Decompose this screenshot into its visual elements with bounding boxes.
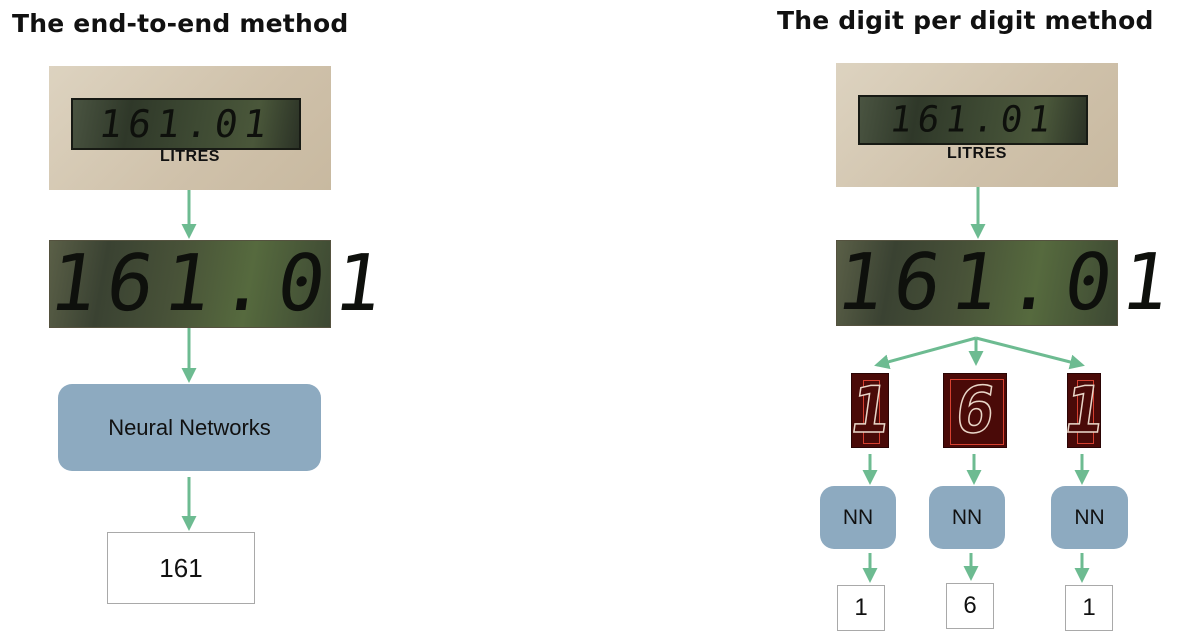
- left-lcd-crop: 161.01: [44, 239, 398, 329]
- nn-box-1-label: NN: [842, 505, 874, 529]
- nn-box-3-label: NN: [1074, 505, 1105, 529]
- digit-crop-2-frame: [950, 379, 1004, 445]
- digit-output-3: 1: [1065, 585, 1113, 631]
- left-meter-lcd: 161.01: [71, 98, 301, 150]
- left-meter-caption: LITRES: [160, 148, 220, 165]
- right-lcd-crop: 161.01: [831, 238, 1185, 328]
- neural-networks-box: Neural Networks: [58, 384, 321, 471]
- digit-output-2-value: 6: [963, 592, 977, 619]
- digit-crop-3-frame: [1077, 380, 1094, 444]
- right-title: The digit per digit method: [777, 6, 1154, 35]
- digit-output-3-value: 1: [1082, 594, 1096, 621]
- digit-output-1: 1: [837, 585, 885, 631]
- nn-box-2-label: NN: [951, 505, 983, 529]
- left-meter-photo: 161.01 LITRES: [49, 66, 331, 190]
- digit-crop-1-frame: [863, 380, 880, 444]
- left-title: The end-to-end method: [12, 9, 349, 38]
- arrow-split-right: [975, 336, 1085, 370]
- nn-box-3: NN: [1051, 486, 1128, 549]
- digit-output-1-value: 1: [854, 594, 868, 621]
- right-meter-caption: LITRES: [947, 145, 1007, 162]
- left-output-box: 161: [107, 532, 255, 604]
- right-meter-lcd: 161.01: [858, 95, 1088, 145]
- nn-box-1: NN: [820, 486, 896, 549]
- neural-networks-label: Neural Networks: [108, 414, 271, 440]
- arrow-split-left: [874, 336, 977, 370]
- left-output-value: 161: [159, 552, 203, 583]
- right-meter-photo: 161.01 LITRES: [836, 63, 1118, 187]
- digit-output-2: 6: [946, 583, 994, 629]
- nn-box-2: NN: [929, 486, 1005, 549]
- digit-crop-1: 1: [845, 373, 895, 449]
- digit-crop-2: 6: [943, 373, 1007, 448]
- digit-crop-3: 1: [1059, 373, 1109, 449]
